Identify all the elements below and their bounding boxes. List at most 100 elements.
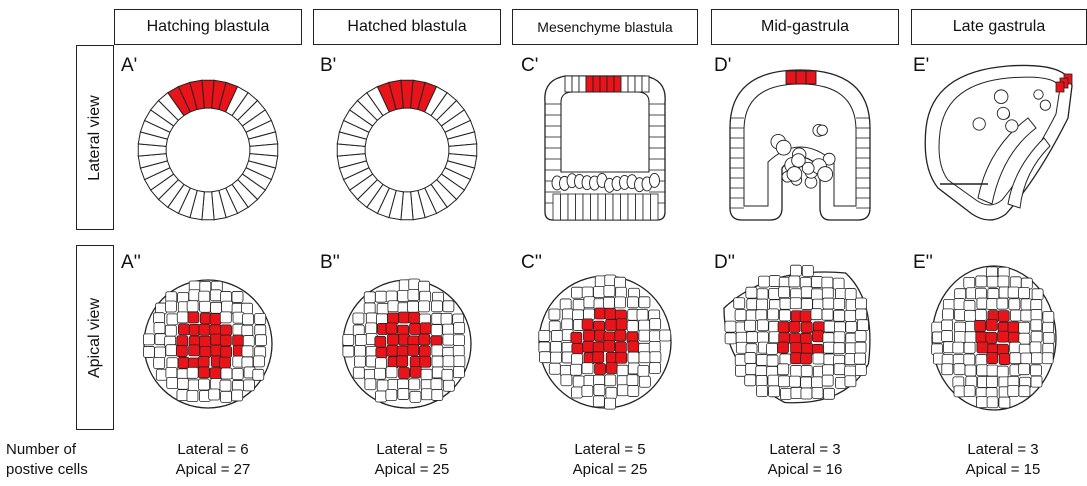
epithelial-cell [1043,322,1054,333]
epithelial-cell [1021,310,1032,321]
positive-cell [409,312,420,323]
epithelial-cell [1008,386,1019,397]
epithelial-cell [801,366,812,377]
positive-cell [791,353,802,364]
epithelial-cell [1010,277,1021,288]
row-label-apical-view: Apical view [76,245,114,430]
epithelial-cell [942,320,953,331]
epithelial-cell [639,297,650,308]
epithelial-cell [845,310,856,321]
epithelial-cell [584,297,595,308]
epithelial-cell [834,332,845,343]
vegetal-cell [606,194,614,220]
blastocoel [561,92,649,172]
positive-cell [806,71,816,84]
epithelial-cell [736,332,747,343]
epithelial-cell [539,342,550,353]
epithelial-cell [1031,376,1042,387]
epithelial-cell [823,388,834,399]
mesenchyme-cell [802,162,814,174]
positive-cell [628,341,639,352]
epithelial-cell [409,279,420,290]
epithelial-cell [1031,331,1042,342]
epithelial-cell [954,386,965,397]
epithelial-cell [834,298,845,309]
epithelial-cell [627,297,638,308]
epithelial-cell [855,365,866,376]
epithelial-cell [242,346,253,357]
epithelial-cell [745,353,756,364]
positive-cell [800,333,811,344]
epithelial-cell [549,363,560,374]
mesenchyme-cell [1006,120,1018,132]
epithelial-cell [453,345,464,356]
epithelial-cell [986,376,997,387]
positive-cell [615,330,626,341]
epithelial-cell [573,299,584,310]
epithelial-cell [756,310,767,321]
count-e: Lateral = 3Apical = 15 [918,440,1087,480]
count-label-line2: postive cells [6,460,88,480]
lateral-embryo-d-drawing [720,58,880,228]
epithelial-cell [232,368,243,379]
epithelial-cell [780,298,791,309]
stage-name: Mid-gastrula [761,18,849,36]
epithelial-cell [1031,300,1042,311]
positive-cell [211,345,222,356]
row-label-text: Apical view [86,297,104,377]
epithelial-cell [660,330,671,341]
epithelial-cell [790,298,801,309]
positive-cell [420,323,431,334]
epithelial-cell [639,330,650,341]
epithelial-cell [443,380,454,391]
epithelial-cell [593,396,604,407]
epithelial-cell [802,265,813,276]
epithelial-cell [386,390,397,401]
epithelial-cell [198,379,209,390]
positive-cell [419,346,430,357]
positive-cell [975,320,986,331]
positive-cell [614,76,621,92]
epithelial-cell [398,290,409,301]
epithelial-cell [421,369,432,380]
epithelial-cell [364,303,375,314]
epithelial-cell [758,276,769,287]
epithelial-cell [834,343,845,354]
epithelial-cell [167,378,178,389]
epithelial-cell [1010,310,1021,321]
vegetal-cell [561,194,569,220]
positive-cell [1008,322,1019,333]
positive-cell [593,352,604,363]
epithelial-cell [1042,353,1053,364]
epithelial-cell [386,367,397,378]
epithelial-cell [855,353,866,364]
epithelial-cell [165,301,176,312]
positive-cell [198,356,209,367]
apical-embryo-d-drawing [720,254,880,424]
epithelial-cell [855,331,866,342]
epithelial-cell [187,367,198,378]
epithelial-cell [725,321,736,332]
epithelial-cell [549,309,560,320]
epithelial-cell [812,377,823,388]
positive-cell [220,357,231,368]
epithelial-cell [768,309,779,320]
vegetal-cell [651,194,659,220]
epithelial-cell [154,323,165,334]
epithelial-cell [571,387,582,398]
epithelial-cell [778,376,789,387]
positive-cell [376,347,387,358]
epithelial-cell [443,301,454,312]
positive-cell [397,346,408,357]
epithelial-cell [801,287,812,298]
epithelial-cell [780,354,791,365]
apical-panel-d [720,254,880,424]
epithelial-cell [767,343,778,354]
epithelial-cell [443,334,454,345]
epithelial-cell [954,299,965,310]
epithelial-cell [565,76,572,92]
epithelial-cell [964,342,975,353]
epithelial-cell [431,379,442,390]
epithelial-cell [846,321,857,332]
epithelial-cell [604,297,615,308]
